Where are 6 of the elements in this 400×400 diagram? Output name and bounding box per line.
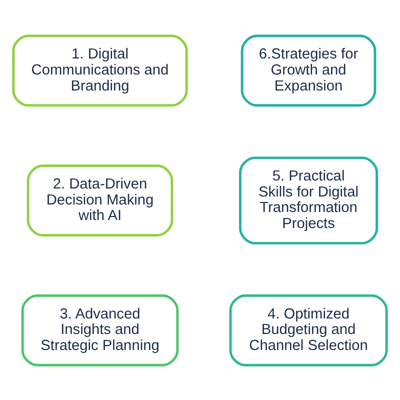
- node-box: 2. Data-Driven Decision Making with AI: [26, 164, 174, 236]
- node-box: 6.Strategies for Growth and Expansion: [240, 34, 376, 106]
- node-box: 3. Advanced Insights and Strategic Planning: [21, 294, 179, 366]
- node-box: 4. Optimized Budgeting and Channel Selection: [229, 294, 388, 366]
- node-box: 5. Practical Skills for Digital Transformation Projects: [239, 156, 378, 244]
- node-box: 1. Digital Communications and Branding: [12, 34, 188, 106]
